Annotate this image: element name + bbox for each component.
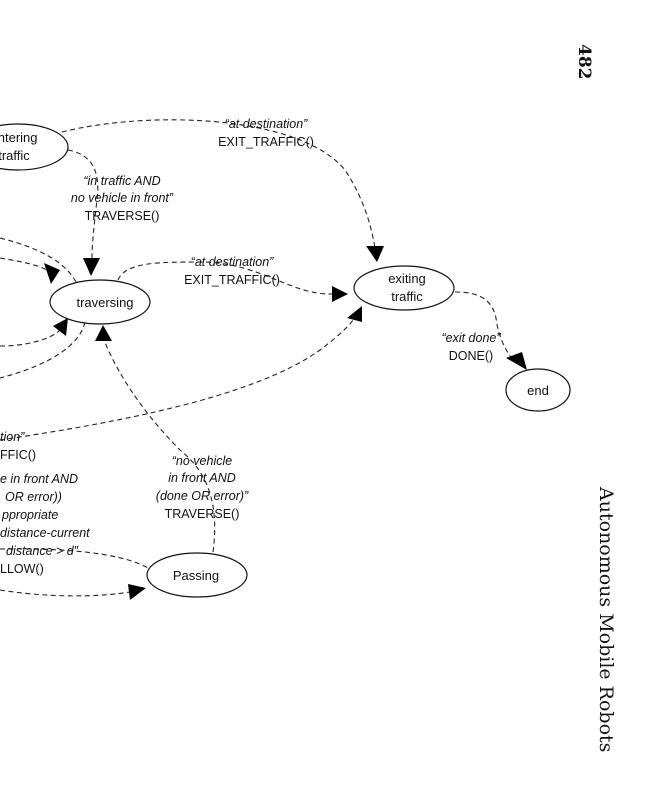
edge-left-to-passing [0, 589, 131, 597]
transition-action: FFIC() [0, 448, 36, 462]
transition-action: TRAVERSE() [85, 209, 160, 223]
edge-traversing-to-exiting [117, 261, 333, 295]
edge-entering-to-exiting [61, 119, 376, 249]
edge-entering-to-traversing [67, 149, 99, 259]
arrowhead-icon [347, 306, 362, 322]
edge-left-to-exiting [0, 315, 357, 441]
transition-action: LLOW() [0, 562, 44, 576]
edge-traversing-to-left [0, 321, 86, 379]
state-label-line2: traffic [0, 148, 30, 163]
arrowhead-icon [95, 325, 112, 341]
transition-condition-line5: distance > d” [6, 544, 79, 558]
transition-action: DONE() [449, 349, 493, 363]
running-head: Autonomous Mobile Robots [595, 487, 617, 753]
arrowhead-icon [83, 258, 100, 276]
arrowhead-icon [366, 246, 384, 262]
arrowhead-icon [332, 286, 348, 302]
transition-condition-line1: “no vehicle [172, 454, 232, 468]
arrowhead-icon [44, 263, 60, 284]
transition-condition-line3: (done OR error)” [156, 489, 249, 503]
arrowhead-icon [128, 584, 146, 600]
page-number: 482 [574, 44, 594, 80]
edge-left-to-traversing-1 [0, 237, 77, 283]
edge-passing-to-traversing [103, 339, 216, 553]
transition-condition-line4: distance-current [0, 526, 90, 540]
transition-condition: “at destination” [225, 117, 309, 131]
transition-condition-line2: in front AND [168, 471, 236, 485]
state-entering-traffic: entering traffic [0, 123, 69, 171]
label-entering-to-traversing: “in traffic AND no vehicle in front” TRA… [71, 174, 174, 223]
state-label: traversing [76, 295, 133, 310]
state-ellipse [353, 265, 455, 311]
edge-left-to-traversing-3 [0, 329, 61, 347]
label-passing-to-traversing: “no vehicle in front AND (done OR error)… [156, 454, 249, 521]
label-left-to-exiting: tion” FFIC() [0, 430, 36, 462]
transition-condition: “exit done” [441, 331, 501, 345]
transition-action: TRAVERSE() [165, 507, 240, 521]
state-label-line1: exiting [388, 271, 426, 286]
transition-condition-line2: no vehicle in front” [71, 191, 174, 205]
state-ellipse [0, 123, 69, 171]
state-end: end [505, 368, 571, 412]
state-ellipse [49, 279, 151, 325]
state-exiting-traffic: exiting traffic [353, 265, 455, 311]
state-ellipse [505, 368, 571, 412]
arrowhead-icon [53, 318, 68, 336]
state-label-line1: entering [0, 130, 37, 145]
label-exiting-to-end: “exit done” DONE() [441, 331, 501, 363]
edge-left-to-traversing-2 [0, 257, 51, 273]
arrowhead-icon [506, 352, 527, 370]
label-left-to-passing: e in front AND OR error)) ppropriate dis… [0, 472, 90, 576]
state-label: Passing [173, 568, 219, 583]
transition-action: EXIT_TRAFFIC() [218, 135, 314, 149]
transition-action: EXIT_TRAFFIC() [184, 273, 280, 287]
transition-condition-line3: ppropriate [1, 508, 58, 522]
state-label: end [527, 383, 549, 398]
state-passing: Passing [146, 552, 248, 598]
edge-exiting-to-end [454, 291, 514, 361]
transition-condition-line1: e in front AND [0, 472, 78, 486]
state-ellipse [146, 552, 248, 598]
transition-condition: “at destination” [191, 255, 275, 269]
label-traversing-to-exiting: “at destination” EXIT_TRAFFIC() [184, 255, 280, 287]
state-label-line2: traffic [391, 289, 423, 304]
edges [0, 119, 527, 600]
state-traversing: traversing [49, 279, 151, 325]
transition-condition-line2: OR error)) [5, 490, 62, 504]
label-entering-to-exiting: “at destination” EXIT_TRAFFIC() [218, 117, 314, 149]
edge-passing-left-upper [0, 548, 149, 569]
transition-condition-line1: “in traffic AND [83, 174, 160, 188]
transition-condition: tion” [0, 430, 25, 444]
